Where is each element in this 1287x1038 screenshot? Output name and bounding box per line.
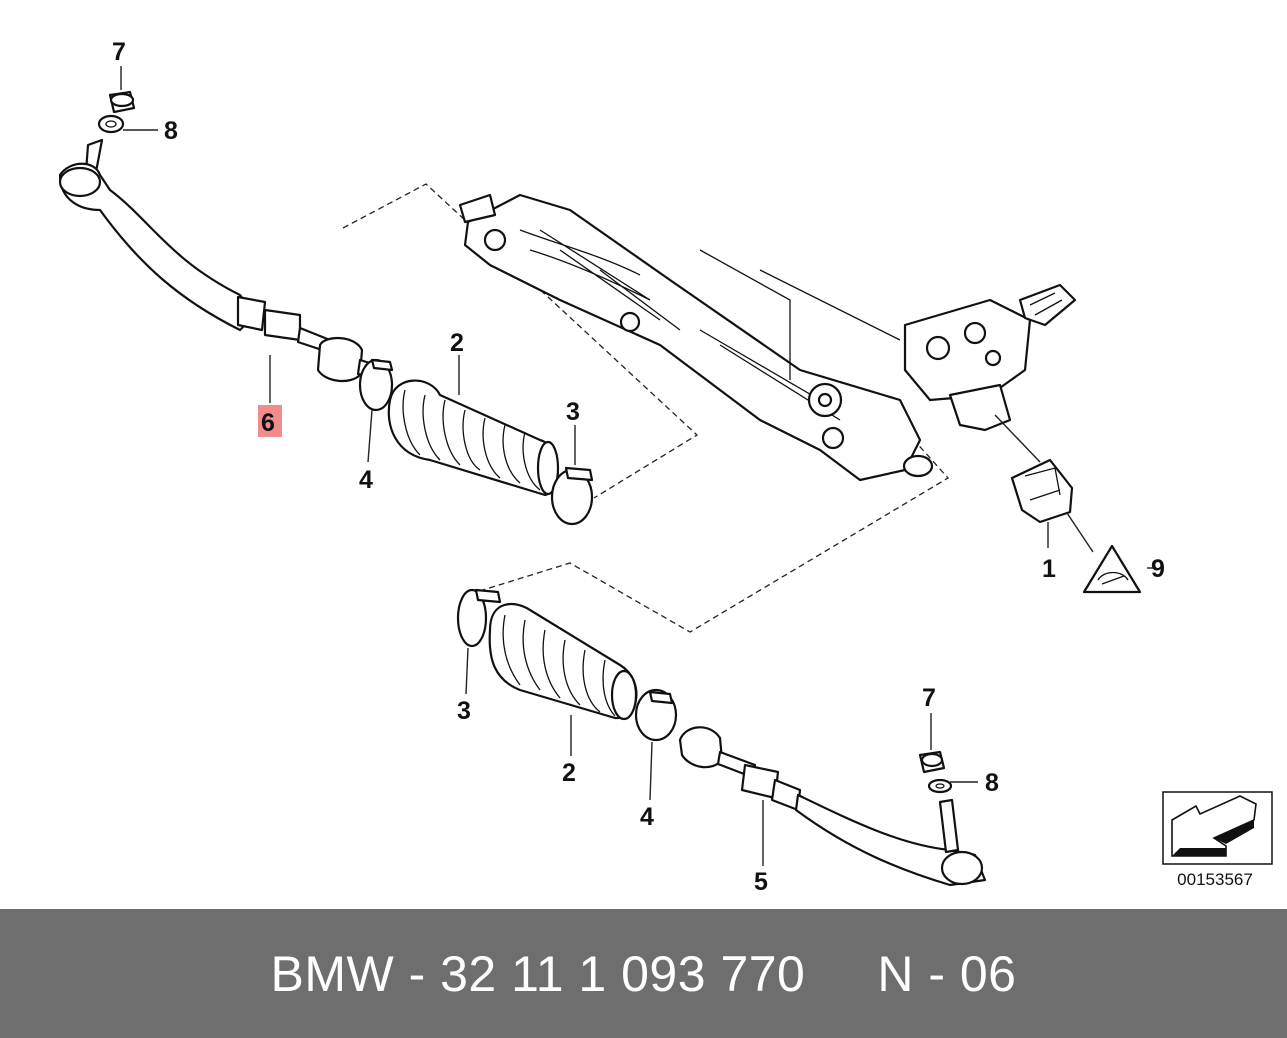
callout-3-bottom: 3 — [457, 697, 471, 725]
upper-clamp-3 — [550, 466, 594, 526]
callout-2-bottom: 2 — [562, 759, 576, 787]
callout-5: 5 — [754, 868, 768, 896]
upper-bellows-2 — [387, 379, 560, 497]
callout-3-top: 3 — [566, 398, 580, 426]
callout-4-bottom: 4 — [640, 803, 654, 831]
part-1-bracket — [994, 414, 1094, 553]
upper-dashed-frame — [342, 183, 699, 499]
callout-7-top: 7 — [112, 38, 126, 66]
callout-7-bottom: 7 — [922, 684, 936, 712]
diagram-id: 00153567 — [1177, 870, 1253, 889]
callout-9: 9 — [1151, 555, 1165, 583]
leader-lines — [120, 66, 978, 866]
part-9-warning-icon — [1082, 544, 1155, 594]
callout-2-top: 2 — [450, 329, 464, 357]
upper-clamp-4 — [358, 358, 394, 412]
direction-arrow-box — [1162, 791, 1273, 865]
callout-6: 6 — [261, 409, 275, 437]
footer-bar: BMW - 32 11 1 093 770 N - 06 — [0, 909, 1287, 1038]
callout-1: 1 — [1042, 555, 1056, 583]
steering-rack — [458, 193, 1077, 482]
lower-clamp-4 — [634, 688, 678, 742]
upper-left-tie-rod — [58, 90, 382, 383]
lower-clamp-3 — [456, 588, 502, 648]
lower-tie-rod-5 — [678, 726, 987, 887]
callout-8-top: 8 — [164, 117, 178, 145]
callout-8-bottom: 8 — [985, 769, 999, 797]
callout-4-top: 4 — [359, 466, 373, 494]
callout-6-highlight — [258, 405, 282, 437]
lower-dashed-frame — [469, 429, 950, 633]
steering-tie-rod-diagram: 7 8 6 4 2 3 1 9 3 2 4 5 7 8 — [58, 38, 1273, 896]
lower-bellows-2 — [488, 602, 638, 721]
part-number-text: BMW - 32 11 1 093 770 N - 06 — [270, 945, 1017, 1002]
